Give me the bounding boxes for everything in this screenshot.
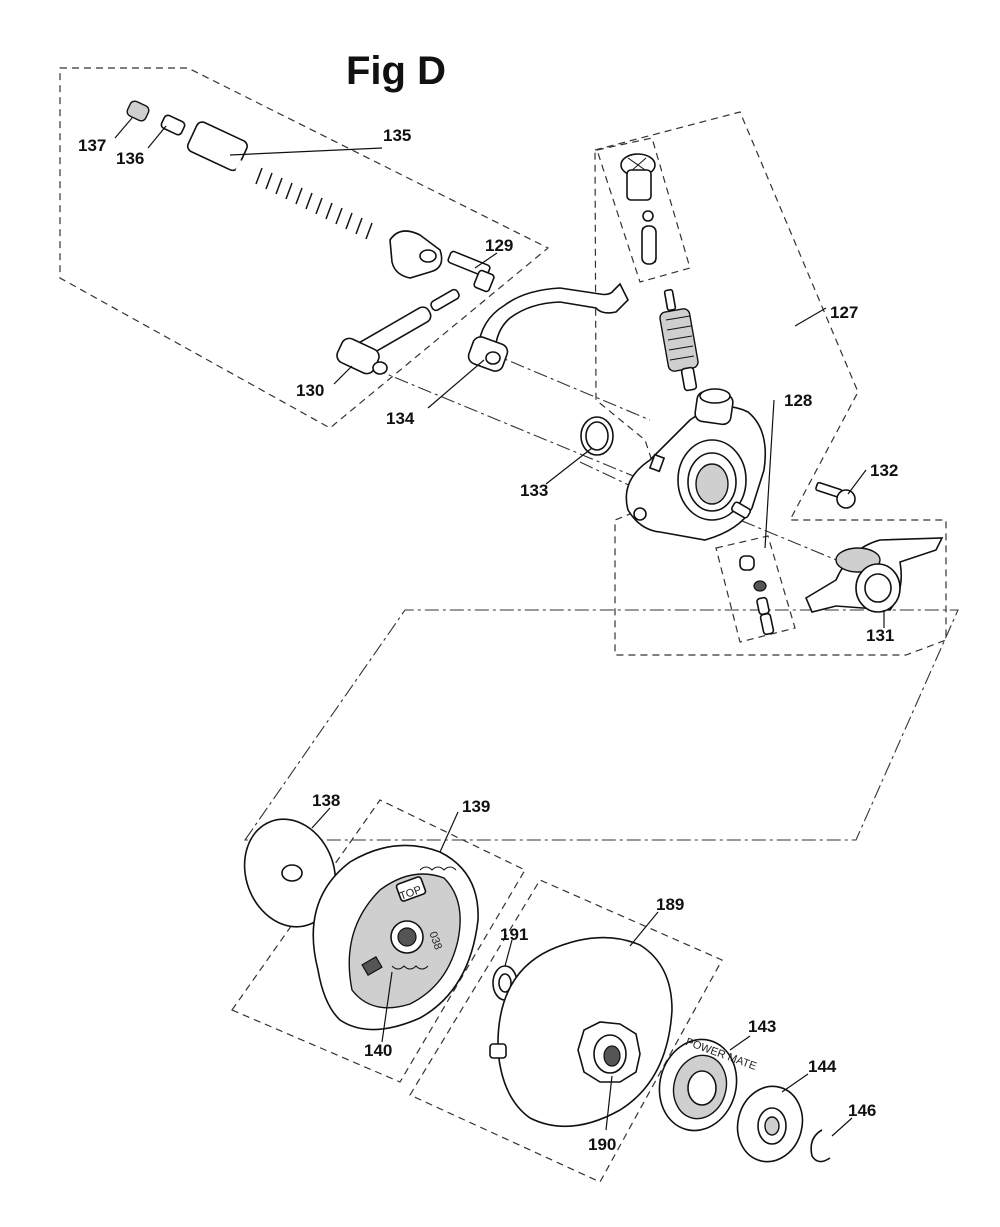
- thread-marks: [255, 167, 373, 240]
- label-144: 144: [808, 1057, 837, 1076]
- part-132-screw: [815, 481, 856, 509]
- figure-title: Fig D: [346, 49, 446, 93]
- label-127: 127: [830, 303, 858, 322]
- axis-line-main: [371, 367, 881, 579]
- part-190-needle-bearing: [577, 1021, 641, 1083]
- label-132: 132: [870, 461, 898, 480]
- axis-line-ring: [579, 461, 651, 496]
- group-127-outline: [594, 111, 947, 656]
- part-135-adjuster-screw: [186, 121, 443, 279]
- part-134-oil-line: [467, 282, 629, 372]
- group-135-outline: [59, 67, 550, 429]
- label-133: 133: [520, 481, 548, 500]
- group-128-upper-outline: [596, 137, 691, 283]
- label-139: 139: [462, 797, 490, 816]
- part-143-rim-sprocket: POWER MATE: [658, 1036, 758, 1132]
- label-128: 128: [784, 391, 812, 410]
- label-143: 143: [748, 1017, 776, 1036]
- part-137-cap: [126, 100, 150, 122]
- part-144-washer: [736, 1085, 804, 1163]
- axis-line-arm: [487, 351, 651, 421]
- label-146: 146: [848, 1101, 876, 1120]
- spring-upper: [641, 225, 657, 265]
- part-146-e-clip: [810, 1129, 831, 1163]
- label-131: 131: [866, 626, 894, 645]
- label-129: 129: [485, 236, 513, 255]
- label-137: 137: [78, 136, 106, 155]
- part-128-valve-upper: [620, 153, 657, 265]
- assembly-axis-outline: [243, 609, 959, 841]
- label-135: 135: [383, 126, 411, 145]
- part-136-sleeve: [160, 114, 186, 136]
- label-140: 140: [364, 1041, 392, 1060]
- parts-drawings: TOP 038 POWER MATE: [126, 100, 944, 1163]
- clutch-size-stamp: 038: [426, 930, 444, 951]
- group-128-lower-outline: [715, 535, 796, 643]
- group-outlines: [59, 67, 959, 1183]
- part-labels: 137 136 135 129 130 134 133 127 128 132 …: [78, 126, 898, 1154]
- label-136: 136: [116, 149, 144, 168]
- label-134: 134: [386, 409, 415, 428]
- leader-lines: [114, 117, 885, 1137]
- clutch-springs: [391, 866, 457, 970]
- label-189: 189: [656, 895, 684, 914]
- group-189-outline: [409, 879, 723, 1183]
- label-191: 191: [500, 925, 528, 944]
- label-138: 138: [312, 791, 340, 810]
- part-128-valve-lower: [739, 555, 775, 636]
- part-139-clutch: TOP 038: [312, 844, 479, 1031]
- part-138-washer: [243, 818, 337, 928]
- part-127-pump-worm: [659, 288, 699, 392]
- part-130-pipe: [336, 288, 460, 375]
- label-130: 130: [296, 381, 324, 400]
- part-127-pump-housing: [625, 388, 767, 541]
- part-129-fitting: [447, 250, 495, 293]
- part-131-drive-spur: [804, 537, 944, 613]
- part-133-o-ring: [580, 416, 614, 456]
- part-189-clutch-drum: [489, 936, 673, 1128]
- label-190: 190: [588, 1135, 616, 1154]
